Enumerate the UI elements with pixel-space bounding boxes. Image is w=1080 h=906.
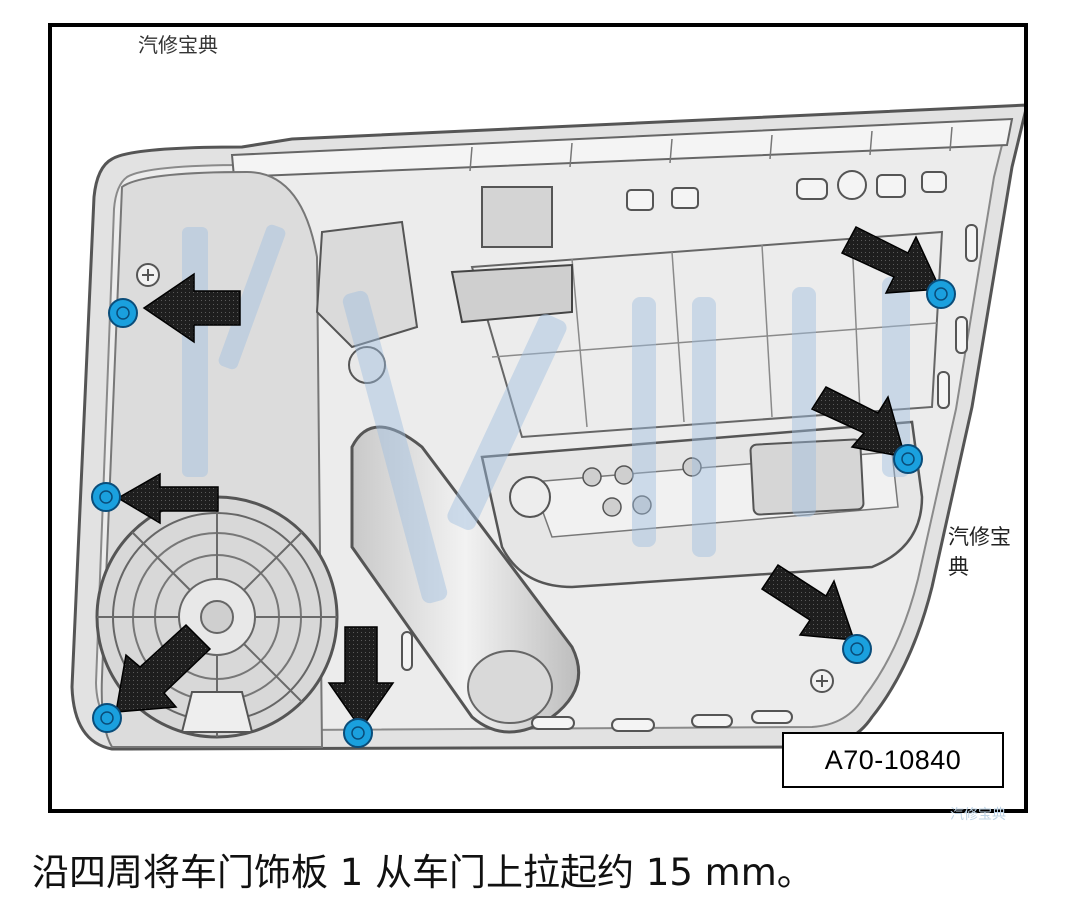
door-handle-mechanism [315,220,419,349]
caption-text: 沿四周将车门饰板 1 从车门上拉起约 15 mm。 [32,851,814,894]
watermark-right: 汽修宝典 [948,525,1011,579]
figure-id-label: A70-10840 [782,732,1004,788]
speaker-grille [95,495,339,739]
direction-arrow-icon [115,226,942,731]
watermark-corner: 汽修宝典 [950,807,1006,823]
door-panel-illustration [70,103,1024,751]
figure-frame: 汽修宝典 汽修宝典 A70-10840 [48,23,1028,813]
watermark-top: 汽修宝典 [138,33,218,57]
inner-frame [470,230,944,439]
clip-fastener-icon [91,279,956,748]
window-rail [230,117,1014,179]
